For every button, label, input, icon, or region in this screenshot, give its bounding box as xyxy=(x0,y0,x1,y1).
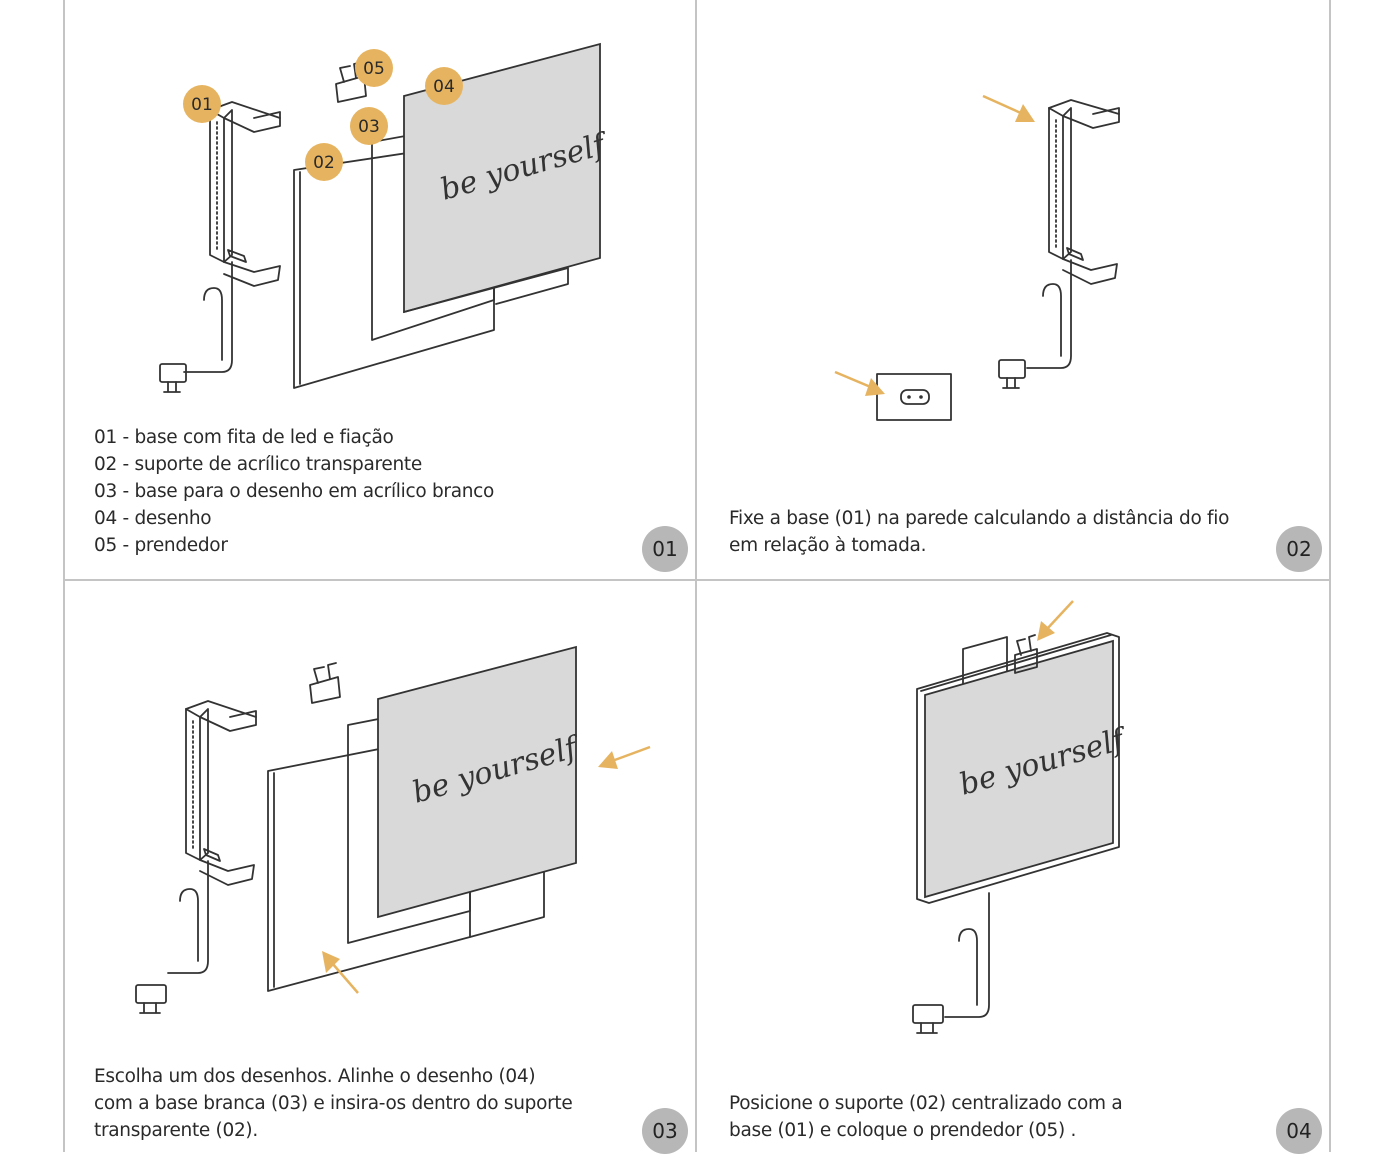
svg-text:05: 05 xyxy=(363,59,385,79)
parts-list-item: 02 - suporte de acrílico transparente xyxy=(94,454,422,475)
svg-text:02: 02 xyxy=(313,153,335,173)
callout-05: 05 xyxy=(355,49,393,87)
step-number-badge: 01 xyxy=(642,526,688,572)
arrow-to-outlet xyxy=(834,370,885,396)
instruction-line: Posicione o suporte (02) centralizado co… xyxy=(729,1093,1123,1114)
svg-text:01: 01 xyxy=(191,95,213,115)
parts-list-item: 05 - prendedor xyxy=(94,535,228,556)
led-base-illustration xyxy=(159,101,281,393)
wall-mount-illustration xyxy=(834,94,1120,421)
instruction-line: base (01) e coloque o prendedor (05) . xyxy=(729,1120,1077,1141)
parts-list-item: 03 - base para o desenho em acrílico bra… xyxy=(94,481,495,502)
grid-divider-horizontal xyxy=(63,579,1331,581)
cable-and-plug xyxy=(912,892,990,1034)
step-number-badge: 02 xyxy=(1276,526,1322,572)
parts-list: 01 - base com fita de led e fiação 02 - … xyxy=(94,424,494,559)
callout-04: 04 xyxy=(425,67,463,105)
step-number-badge: 04 xyxy=(1276,1108,1322,1154)
instruction-line: Escolha um dos desenhos. Alinhe o desenh… xyxy=(94,1066,536,1087)
led-base-illustration xyxy=(998,99,1120,389)
grid-divider-vertical xyxy=(695,0,697,1152)
arrow-to-drawing xyxy=(598,745,651,769)
panel-step-03: be yourself Escolha um dos desenhos. Ali… xyxy=(64,581,696,1159)
parts-list-item: 01 - base com fita de led e fiação xyxy=(94,427,394,448)
panel-step-04: be yourself Posicione o suporte (02) cen… xyxy=(697,581,1329,1159)
arrow-to-clip xyxy=(1037,600,1074,641)
drawing-panel-illustration: be yourself xyxy=(377,645,585,919)
wall-outlet-illustration xyxy=(876,373,952,421)
instruction-line: Fixe a base (01) na parede calculando a … xyxy=(729,508,1230,529)
instruction-line: em relação à tomada. xyxy=(729,535,927,556)
arrow-to-base xyxy=(982,94,1035,122)
parts-list-item: 04 - desenho xyxy=(94,508,212,529)
arrow-to-support xyxy=(322,951,359,994)
callout-02: 02 xyxy=(305,143,343,181)
drawing-panel-illustration: be yourself xyxy=(403,42,613,314)
svg-text:04: 04 xyxy=(433,77,455,97)
panel-step-02: Fixe a base (01) na parede calculando a … xyxy=(697,0,1329,578)
assembled-frame-illustration: be yourself xyxy=(912,600,1132,1034)
step-instruction: Posicione o suporte (02) centralizado co… xyxy=(729,1090,1123,1144)
panel-step-01: be yourself 01 02 03 04 05 01 - base xyxy=(64,0,696,578)
step-number-badge: 03 xyxy=(642,1108,688,1154)
svg-text:03: 03 xyxy=(358,117,380,137)
instruction-line: com a base branca (03) e insira-os dentr… xyxy=(94,1093,573,1114)
panel-grid xyxy=(63,0,1331,1152)
exploded-parts-illustration: be yourself 01 02 03 04 05 xyxy=(159,42,613,393)
binder-clip-illustration xyxy=(1014,634,1038,674)
binder-clip-illustration xyxy=(309,662,341,704)
step-instruction: Fixe a base (01) na parede calculando a … xyxy=(729,505,1229,559)
assembled-frame: be yourself xyxy=(916,632,1132,904)
insert-drawing-illustration: be yourself xyxy=(135,645,651,1014)
instruction-line: transparente (02). xyxy=(94,1120,258,1141)
step-instruction: Escolha um dos desenhos. Alinhe o desenh… xyxy=(94,1063,573,1144)
callout-01: 01 xyxy=(183,85,221,123)
callout-03: 03 xyxy=(350,107,388,145)
led-base-illustration xyxy=(135,700,257,1014)
